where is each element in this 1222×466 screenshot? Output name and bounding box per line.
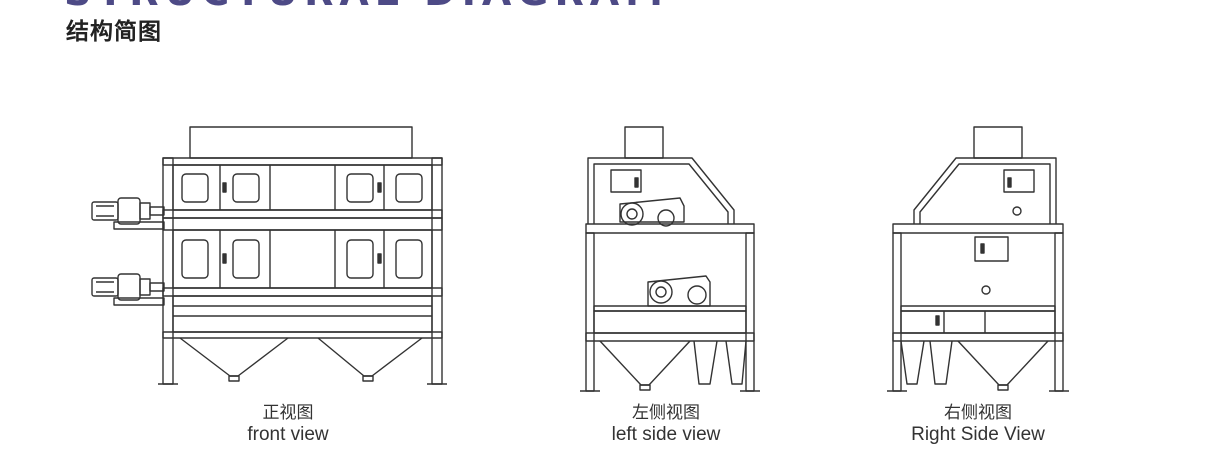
- left-view-cn-label: 左侧视图: [632, 403, 700, 422]
- right-side-view-drawing: [887, 126, 1069, 392]
- left-side-view-drawing: [580, 126, 760, 392]
- right-view-cn-label: 右侧视图: [944, 403, 1012, 422]
- front-view-drawing: [91, 126, 447, 385]
- background-title-band: STRUCTURAL DIAGRAM: [0, 0, 1222, 10]
- left-view-caption: 左侧视图 left side view: [536, 402, 796, 446]
- front-view-caption: 正视图 front view: [158, 402, 418, 446]
- left-view-en-label: left side view: [611, 424, 721, 445]
- front-view-cn-label: 正视图: [262, 403, 314, 422]
- background-title: STRUCTURAL DIAGRAM: [64, 0, 669, 10]
- right-view-en-label: Right Side View: [911, 424, 1045, 445]
- front-view-en-label: front view: [247, 424, 329, 445]
- right-view-caption: 右侧视图 Right Side View: [848, 402, 1108, 446]
- page-title: 结构简图: [66, 19, 162, 45]
